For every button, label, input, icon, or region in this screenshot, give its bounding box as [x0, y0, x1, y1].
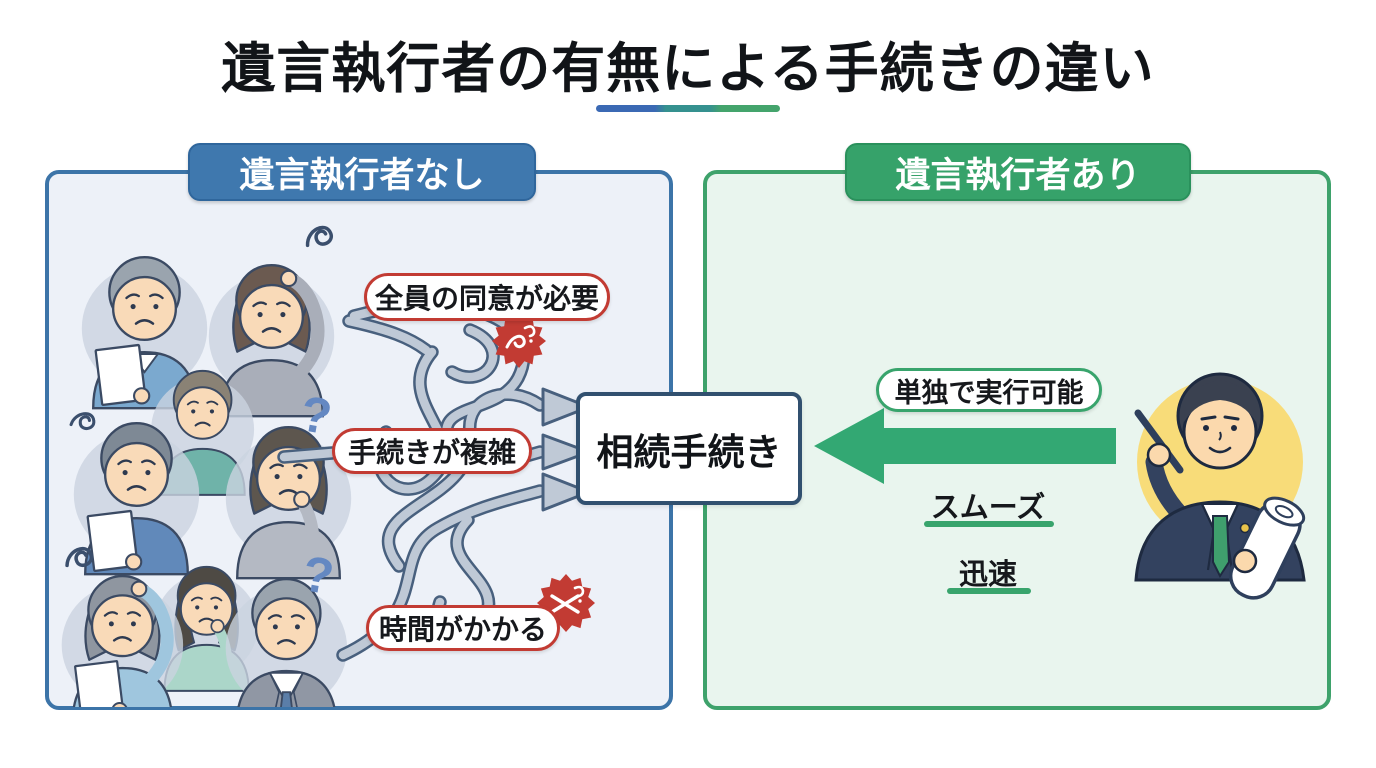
title-underline-accent — [596, 105, 780, 112]
keyword-smooth-underline — [924, 521, 1054, 527]
benefit-label-solo-execution: 単独で実行可能 — [876, 368, 1102, 412]
keyword-smooth: スムーズ — [930, 492, 1046, 524]
issue-label-consent: 全員の同意が必要 — [364, 273, 610, 321]
keyword-rapid-underline — [947, 588, 1031, 594]
header-with-executor: 遺言執行者あり — [845, 143, 1191, 201]
inheritance-procedure-box: 相続手続き — [576, 392, 802, 505]
page-title: 遺言執行者の有無による手続きの違い — [221, 39, 1155, 99]
issue-label-complex: 手続きが複雑 — [332, 428, 532, 474]
issue-label-time: 時間がかかる — [366, 605, 560, 651]
keyword-rapid: 迅速 — [958, 559, 1017, 591]
header-without-executor: 遺言執行者なし — [188, 143, 536, 201]
